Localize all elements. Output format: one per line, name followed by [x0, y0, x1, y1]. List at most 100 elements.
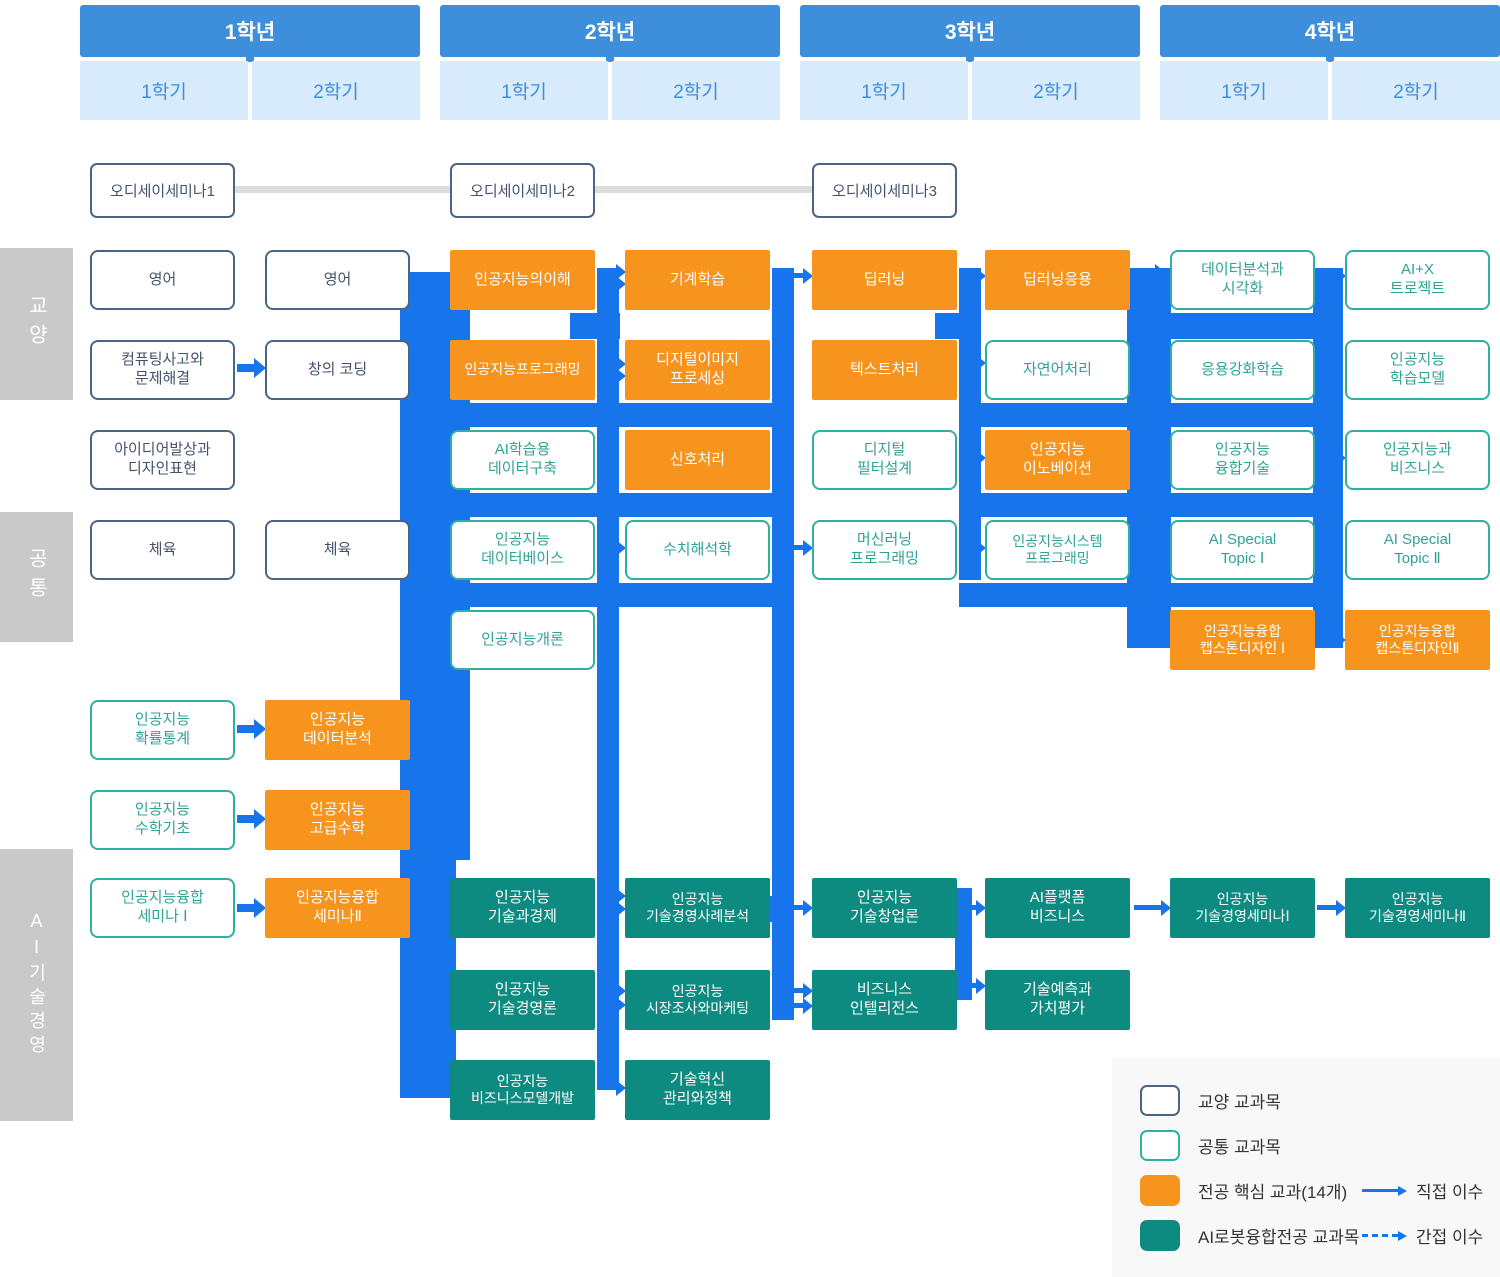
course-box: 체육: [265, 520, 410, 580]
year-header-2: 2학년: [440, 5, 780, 62]
course-box: 인공지능 기술경영세미나Ⅰ: [1170, 878, 1315, 938]
arrow-direct: [597, 545, 616, 550]
connector-band: [400, 272, 456, 1098]
year-header-1: 1학년: [80, 5, 420, 62]
course-box: 인공지능 고급수학: [265, 790, 410, 850]
arrow-direct: [959, 545, 976, 550]
course-box: 인공지능 확률통계: [90, 700, 235, 760]
course-box: 인공지능 데이터베이스: [450, 520, 595, 580]
arrow-direct: [1134, 455, 1161, 460]
course-box: 인공지능융합 캡스톤디자인 Ⅰ: [1170, 610, 1315, 670]
semester-header: 2학기: [252, 61, 420, 120]
connector-band: [570, 313, 620, 339]
course-box: 영어: [90, 250, 235, 310]
connector-band: [955, 888, 972, 1000]
arrow-direct: [597, 906, 616, 911]
course-box: 인공지능 기술과경제: [450, 878, 595, 938]
arrow-direct: [597, 988, 616, 993]
arrow-direct: [597, 1085, 616, 1090]
legend-item: 공통 교과목: [1140, 1130, 1281, 1161]
arrow-direct: [597, 373, 616, 378]
legend-label: 공통 교과목: [1198, 1138, 1281, 1157]
semester-header: 1학기: [80, 61, 248, 120]
course-box: 인공지능 기술경영사례분석: [625, 878, 770, 938]
arrow-direct: [1317, 905, 1336, 910]
year-header-3: 3학년: [800, 5, 1140, 62]
arrow-direct: [772, 273, 803, 278]
course-box: 컴퓨팅사고와 문제해결: [90, 340, 235, 400]
arrow-direct: [597, 1002, 616, 1007]
course-box: 인공지능개론: [450, 610, 595, 670]
legend-label: 교양 교과목: [1198, 1093, 1281, 1112]
course-box: 인공지능 융합기술: [1170, 430, 1315, 490]
arrow-direct: [1317, 637, 1336, 642]
course-box: 비즈니스 인텔리전스: [812, 970, 957, 1030]
connector-band: [456, 583, 794, 607]
course-box: 디지털 필터설계: [812, 430, 957, 490]
course-box: 신호처리: [625, 430, 770, 490]
connector-band: [959, 493, 1339, 517]
section-label-ai-tech-mgmt: AI기술경영: [0, 849, 73, 1121]
course-box: 텍스트처리: [812, 340, 957, 400]
connector-band: [959, 583, 1339, 607]
semester-header: 2학기: [612, 61, 780, 120]
arrow-direct: [1125, 281, 1155, 286]
course-box: 인공지능 시장조사와마케팅: [625, 970, 770, 1030]
course-box: 인공지능 학습모델: [1345, 340, 1490, 400]
course-box: 수치해석학: [625, 520, 770, 580]
arrow-direct: [597, 281, 616, 286]
section-label-liberal: 교양: [0, 248, 73, 400]
course-box: 인공지능시스템 프로그래밍: [985, 520, 1130, 580]
course-box: 아이디어발상과 디자인표현: [90, 430, 235, 490]
arrow-direct: [237, 815, 254, 823]
course-box: 창의 코딩: [265, 340, 410, 400]
course-box: 데이터분석과 시각화: [1170, 250, 1315, 310]
course-box: 인공지능 기술경영론: [450, 970, 595, 1030]
course-box: 인공지능융합 세미나Ⅱ: [265, 878, 410, 938]
arrow-direct: [772, 988, 803, 993]
legend-panel: 교양 교과목 공통 교과목 전공 핵심 교과(14개) AI로봇융합전공 교과목…: [1112, 1058, 1500, 1277]
dashed-arrow-icon: [1362, 1231, 1407, 1241]
legend-label: 간접 이수: [1416, 1228, 1484, 1247]
connector-band: [1127, 313, 1339, 339]
course-box: 인공지능프로그래밍: [450, 340, 595, 400]
course-box: 인공지능 기술경영세미나Ⅱ: [1345, 878, 1490, 938]
legend-label: 전공 핵심 교과(14개): [1198, 1183, 1348, 1202]
connector-band: [772, 268, 794, 1020]
arrow-direct: [1317, 455, 1336, 460]
course-box: 자연어처리: [985, 340, 1130, 400]
legend-swatch-airobot: [1140, 1220, 1180, 1251]
course-box: AI플랫폼 비즈니스: [985, 878, 1130, 938]
arrow-direct: [1134, 637, 1161, 642]
arrow-direct: [959, 455, 976, 460]
legend-arrow-indirect: 간접 이수: [1362, 1220, 1483, 1251]
legend-swatch-core: [1140, 1175, 1180, 1206]
arrow-direct: [597, 361, 616, 366]
course-box: 체육: [90, 520, 235, 580]
section-label-common: 공통: [0, 512, 73, 642]
legend-swatch-liberal: [1140, 1085, 1180, 1116]
course-box: 기계학습: [625, 250, 770, 310]
course-box: 인공지능 이노베이션: [985, 430, 1130, 490]
course-box: 인공지능 비즈니스모델개발: [450, 1060, 595, 1120]
arrow-direct: [1317, 273, 1336, 278]
legend-label: 직접 이수: [1416, 1183, 1484, 1202]
arrow-direct: [772, 905, 803, 910]
course-box: 인공지능융합 캡스톤디자인Ⅱ: [1345, 610, 1490, 670]
connector-band: [456, 403, 794, 427]
legend-item: AI로봇융합전공 교과목: [1140, 1220, 1360, 1251]
connector-band: [597, 268, 619, 1090]
course-box: 기술예측과 가치평가: [985, 970, 1130, 1030]
semester-header: 2학기: [1332, 61, 1500, 120]
course-box: 기술혁신 관리와정책: [625, 1060, 770, 1120]
semester-header: 1학기: [800, 61, 968, 120]
legend-arrow-direct: 직접 이수: [1362, 1175, 1483, 1206]
arrow-direct: [1125, 269, 1155, 274]
course-box: 인공지능의이해: [450, 250, 595, 310]
course-box: 응용강화학습: [1170, 340, 1315, 400]
connector-band: [456, 493, 794, 517]
arrow-direct: [237, 364, 254, 372]
semester-header: 2학기: [972, 61, 1140, 120]
course-box: 디지털이미지 프로세싱: [625, 340, 770, 400]
